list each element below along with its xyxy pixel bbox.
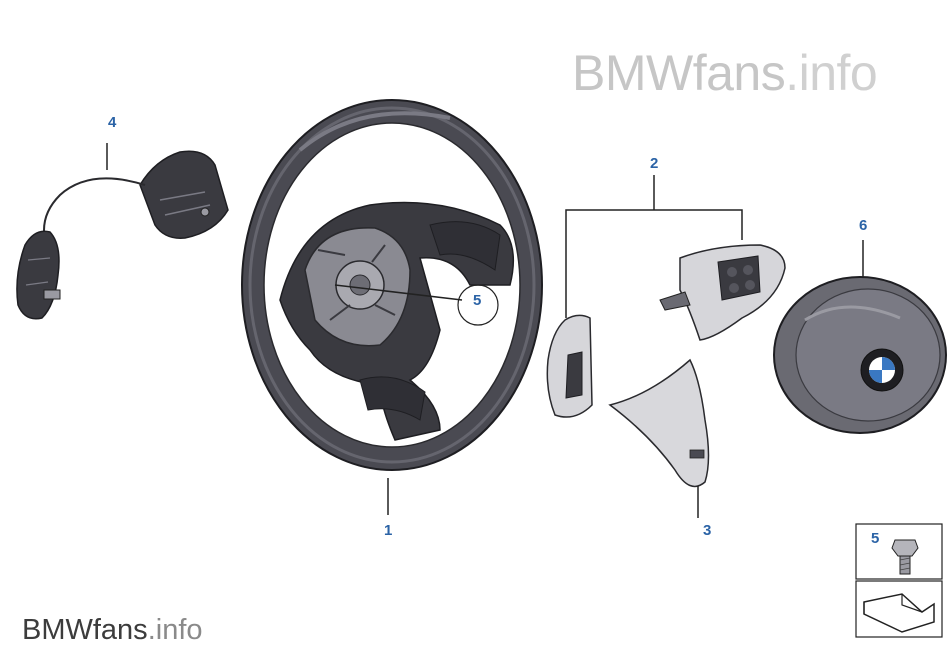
callout-steering-wheel[interactable]: 1 xyxy=(384,522,393,539)
trim-cover-icon[interactable] xyxy=(608,358,710,518)
switch-block-icon[interactable] xyxy=(546,175,786,418)
callout-airbag-module[interactable]: 6 xyxy=(859,217,868,234)
callout-screw[interactable]: 5 xyxy=(473,292,482,309)
callout-multifunction-switches[interactable]: 2 xyxy=(650,155,659,172)
steering-wheel-icon[interactable] xyxy=(241,99,543,471)
callout-trim-cover[interactable]: 3 xyxy=(703,522,712,539)
wedge-symbol-icon xyxy=(863,593,935,633)
watermark-bottom-main: BMWfans xyxy=(22,614,148,646)
callout-screw-legend[interactable]: 5 xyxy=(871,530,880,547)
watermark-top-suffix: .info xyxy=(785,45,878,101)
watermark-top: BMWfans.info xyxy=(572,44,878,102)
screw-icon xyxy=(891,539,919,575)
watermark-bottom: BMWfans.info xyxy=(22,614,203,647)
watermark-bottom-suffix: .info xyxy=(147,614,203,646)
airbag-icon[interactable] xyxy=(773,240,947,434)
bmw-logo-icon xyxy=(860,348,904,392)
paddle-shifter-icon[interactable] xyxy=(16,150,229,320)
legend-box xyxy=(855,523,943,638)
watermark-top-main: BMWfans xyxy=(572,45,786,101)
callout-paddle-shifter[interactable]: 4 xyxy=(108,114,117,131)
